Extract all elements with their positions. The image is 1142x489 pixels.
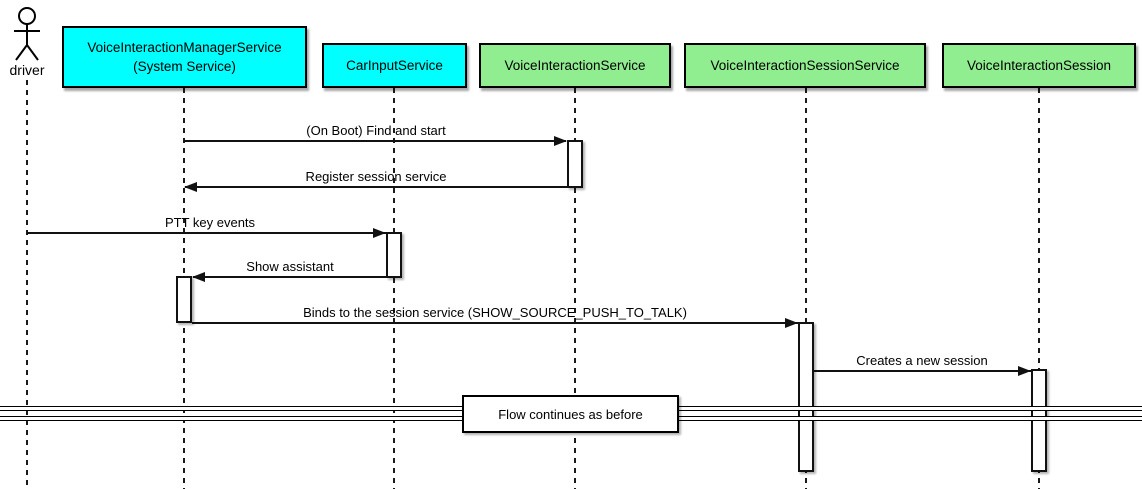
participant-name: VoiceInteractionManagerService: [87, 40, 282, 55]
lifeline-driver: [26, 80, 28, 489]
divider-flow-continues: Flow continues as before: [462, 395, 679, 433]
participant-name: VoiceInteractionSessionService: [710, 58, 900, 73]
arrowhead-right-icon: [1018, 366, 1031, 376]
activation-voice-interaction-service: [567, 140, 583, 188]
lifeline-voice-interaction-service: [574, 88, 576, 489]
participant-name: VoiceInteractionService: [504, 58, 646, 73]
message-line: [27, 232, 386, 234]
participant-voice-interaction-service: VoiceInteractionService: [479, 43, 671, 88]
participant-name: VoiceInteractionSession: [966, 58, 1112, 73]
arrowhead-left-icon: [192, 272, 205, 282]
message-line: [814, 370, 1031, 372]
message-label-register-session-service: Register session service: [305, 169, 447, 184]
lifeline-voice-interaction-session-service: [805, 88, 807, 489]
message-label-creates-a-new-session: Creates a new session: [856, 353, 988, 368]
message-line: [184, 140, 566, 142]
participant-subtitle: (System Service): [133, 59, 236, 74]
activation-voice-interaction-manager-service: [176, 276, 192, 323]
activation-car-input-service: [386, 232, 402, 278]
message-line: [192, 322, 798, 324]
message-label-show-assistant: Show assistant: [246, 259, 334, 274]
arrowhead-right-icon: [554, 136, 567, 146]
message-label-binds-to-session-service: Binds to the session service (SHOW_SOURC…: [303, 305, 687, 320]
message-label-ptt-key-events: PTT key events: [164, 215, 256, 230]
actor-label: driver: [9, 62, 45, 78]
message-line: [185, 186, 567, 188]
participant-voice-interaction-session-service: VoiceInteractionSessionService: [684, 43, 926, 88]
message-label-on-boot-find-and-start: (On Boot) Find and start: [306, 123, 446, 138]
arrowhead-right-icon: [373, 228, 386, 238]
arrowhead-left-icon: [184, 182, 197, 192]
actor-person-icon: [14, 7, 40, 61]
participant-voice-interaction-manager-service: VoiceInteractionManagerService (System S…: [62, 26, 307, 88]
arrowhead-right-icon: [785, 318, 798, 328]
lifeline-car-input-service: [393, 88, 395, 489]
participant-voice-interaction-session: VoiceInteractionSession: [942, 43, 1136, 88]
participant-car-input-service: CarInputService: [322, 43, 467, 88]
divider-label: Flow continues as before: [498, 406, 643, 422]
lifeline-voice-interaction-session: [1038, 88, 1040, 489]
message-line: [193, 276, 386, 278]
participant-name: CarInputService: [346, 58, 443, 73]
activation-voice-interaction-session-service: [798, 322, 814, 472]
